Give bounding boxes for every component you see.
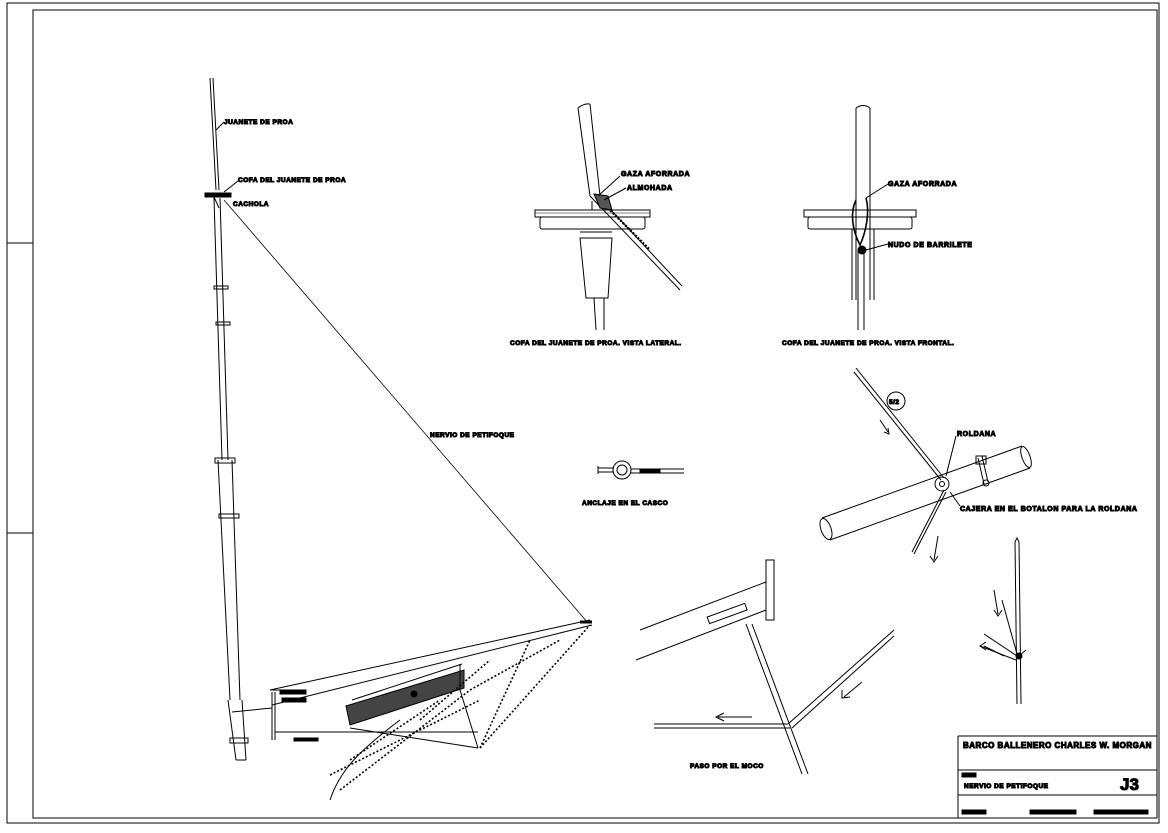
mast-labels: JUANETE DE PROA COFA DEL JUANETE DE PROA… [215, 119, 515, 440]
title-sheet-code: J3 [1120, 775, 1139, 794]
label-cofa-del-juanete: COFA DEL JUANETE DE PROA [238, 177, 346, 184]
detail-hull-anchor: ANCLAJE EN EL CASCO [582, 460, 684, 508]
label-roldana: ROLDANA [957, 431, 996, 438]
label-gaza-aforrada-frontal: GAZA AFORRADA [888, 181, 957, 188]
sheet-border [6, 2, 1160, 824]
label-cachola: CACHOLA [233, 201, 269, 208]
label-juanete-de-proa: JUANETE DE PROA [224, 119, 293, 126]
detail-moco: PASO POR EL MOCO [635, 559, 895, 775]
label-size-marker: 5/2 [889, 399, 900, 406]
label-paso-por-el-moco: PASO POR EL MOCO [690, 763, 764, 770]
caption-lateral-view: COFA DEL JUANETE DE PROA. VISTA LATERAL. [510, 340, 682, 347]
mast-elevation [204, 77, 593, 801]
label-gaza-aforrada-lateral: GAZA AFORRADA [621, 171, 690, 178]
title-drawing-name: NERVIO DE PETIFOQUE [964, 783, 1049, 790]
label-nudo-de-barrilete: NUDO DE BARRILETE [888, 242, 972, 249]
detail-small-pole [979, 536, 1027, 705]
label-nervio-de-petifoque: NERVIO DE PETIFOQUE [430, 432, 515, 439]
label-cajera: CAJERA EN EL BOTALON PARA LA ROLDANA [960, 506, 1138, 513]
caption-frontal-view: COFA DEL JUANETE DE PROA. VISTA FRONTAL. [782, 340, 954, 347]
label-almohada: ALMOHADA [627, 185, 673, 192]
title-block: BARCO BALLENERO CHARLES W. MORGAN NERVIO… [957, 735, 1157, 818]
detail-sheave: 5/2 ROLDANA CAJERA EN EL BOTALON PARA LA… [819, 367, 1138, 563]
detail-frontal-view: GAZA AFORRADA NUDO DE BARRILETE COFA DEL… [782, 105, 972, 348]
detail-lateral-view: GAZA AFORRADA ALMOHADA COFA DEL JUANETE … [510, 103, 690, 348]
label-anclaje-en-el-casco: ANCLAJE EN EL CASCO [582, 500, 668, 507]
title-vessel-name: BARCO BALLENERO CHARLES W. MORGAN [963, 741, 1152, 750]
